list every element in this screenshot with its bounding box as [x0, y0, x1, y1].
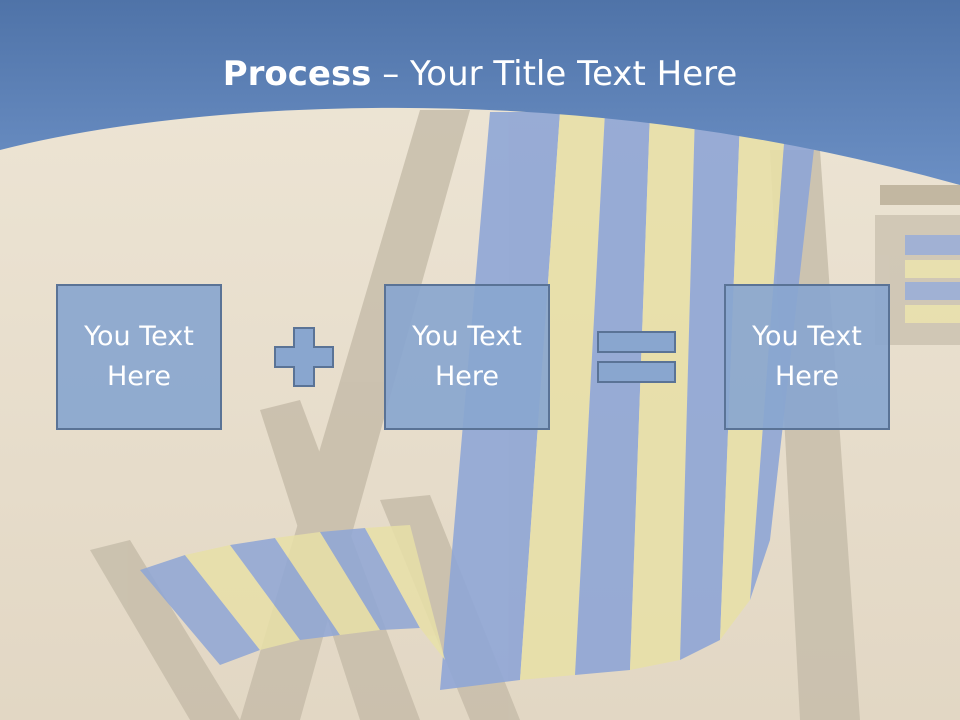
process-box-2-text: You Text Here: [412, 321, 522, 392]
process-box-1[interactable]: You Text Here: [56, 284, 222, 430]
process-box-2[interactable]: You Text Here: [384, 284, 550, 430]
title-bold: Process: [222, 54, 372, 94]
plus-icon: [274, 327, 334, 387]
process-box-1-text: You Text Here: [84, 321, 194, 392]
process-box-3-text: You Text Here: [752, 321, 862, 392]
slide-title: Process – Your Title Text Here: [0, 52, 960, 96]
title-rest: – Your Title Text Here: [371, 54, 738, 94]
equals-icon: [597, 331, 676, 383]
process-box-3[interactable]: You Text Here: [724, 284, 890, 430]
